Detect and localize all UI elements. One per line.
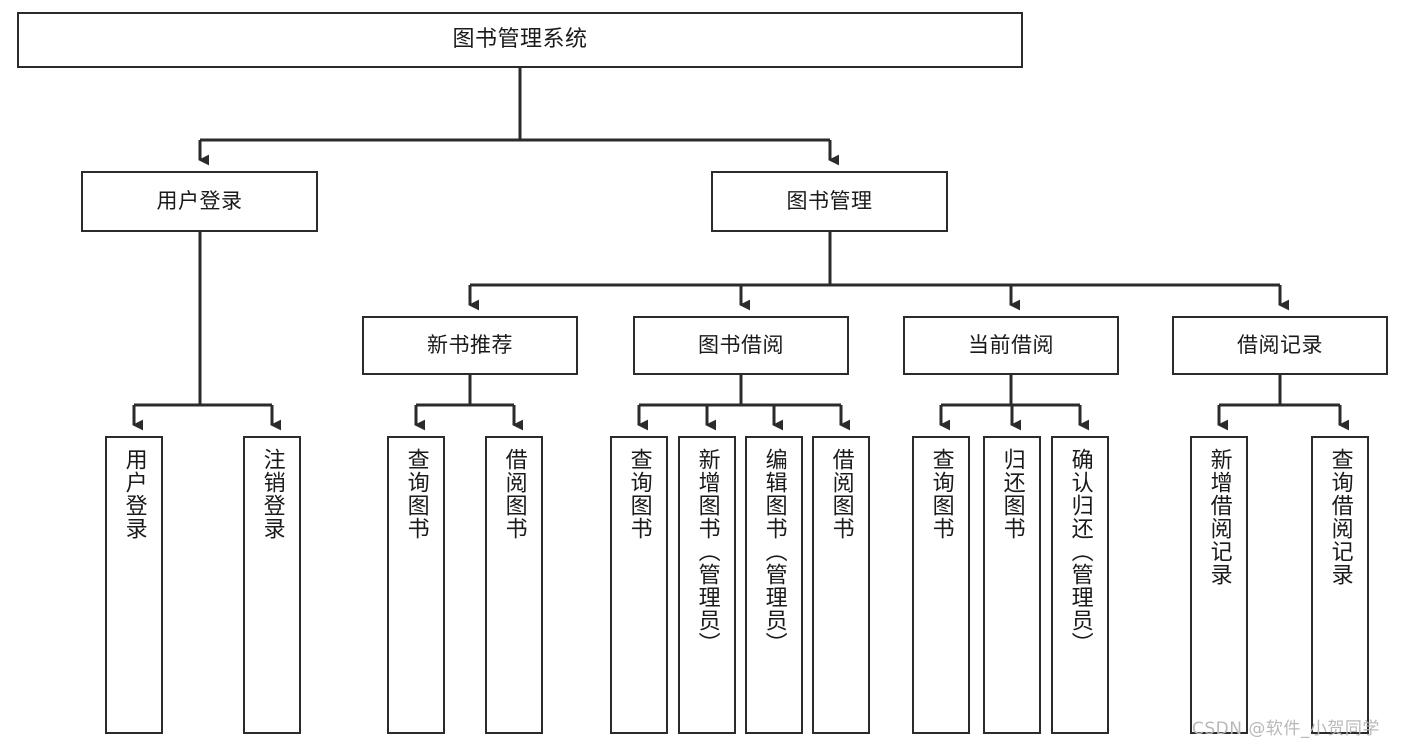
node-label: 查询图书 (626, 448, 652, 540)
node-current-borrow[interactable]: 当前借阅 (903, 316, 1119, 375)
node-label: 当前借阅 (968, 333, 1054, 358)
node-leaf-borrow-2[interactable]: 借阅图书 (812, 436, 870, 734)
node-label: 新增图书（管理员） (694, 448, 720, 655)
node-borrow-record[interactable]: 借阅记录 (1172, 316, 1388, 375)
node-leaf-user-login[interactable]: 用户登录 (105, 436, 163, 734)
node-new-book-rec[interactable]: 新书推荐 (362, 316, 578, 375)
node-leaf-add-rec[interactable]: 新增借阅记录 (1190, 436, 1248, 734)
node-leaf-query-3[interactable]: 查询图书 (912, 436, 970, 734)
node-leaf-edit-book[interactable]: 编辑图书（管理员） (745, 436, 803, 734)
node-label: 借阅记录 (1237, 333, 1323, 358)
node-leaf-return[interactable]: 归还图书 (983, 436, 1041, 734)
node-label: 归还图书 (999, 448, 1025, 540)
node-leaf-borrow-1[interactable]: 借阅图书 (485, 436, 543, 734)
node-leaf-query-1[interactable]: 查询图书 (387, 436, 445, 734)
watermark: CSDN @软件_小贺同学 (1192, 719, 1380, 739)
node-label: 查询借阅记录 (1327, 448, 1353, 586)
node-leaf-confirm[interactable]: 确认归还（管理员） (1051, 436, 1109, 734)
edge-layer (132, 68, 1350, 431)
node-label: 注销登录 (259, 448, 285, 540)
node-label: 用户登录 (121, 448, 147, 540)
node-label: 借阅图书 (501, 448, 527, 540)
node-label: 编辑图书（管理员） (761, 448, 787, 655)
node-label: 用户登录 (156, 189, 243, 214)
node-leaf-query-rec[interactable]: 查询借阅记录 (1311, 436, 1369, 734)
node-leaf-query-2[interactable]: 查询图书 (610, 436, 668, 734)
node-book-manage[interactable]: 图书管理 (711, 171, 948, 232)
node-label: 查询图书 (403, 448, 429, 540)
node-label: 新增借阅记录 (1206, 448, 1232, 586)
node-label: 图书管理 (786, 189, 873, 214)
node-label: 图书管理系统 (452, 27, 588, 53)
node-user-login[interactable]: 用户登录 (81, 171, 318, 232)
node-label: 图书借阅 (698, 333, 784, 358)
node-leaf-add-book[interactable]: 新增图书（管理员） (678, 436, 736, 734)
node-label: 确认归还（管理员） (1067, 448, 1093, 655)
node-book-borrow[interactable]: 图书借阅 (633, 316, 849, 375)
node-label: 借阅图书 (828, 448, 854, 540)
node-label: 新书推荐 (427, 333, 513, 358)
node-root[interactable]: 图书管理系统 (17, 12, 1023, 68)
node-label: 查询图书 (928, 448, 954, 540)
node-leaf-logout[interactable]: 注销登录 (243, 436, 301, 734)
